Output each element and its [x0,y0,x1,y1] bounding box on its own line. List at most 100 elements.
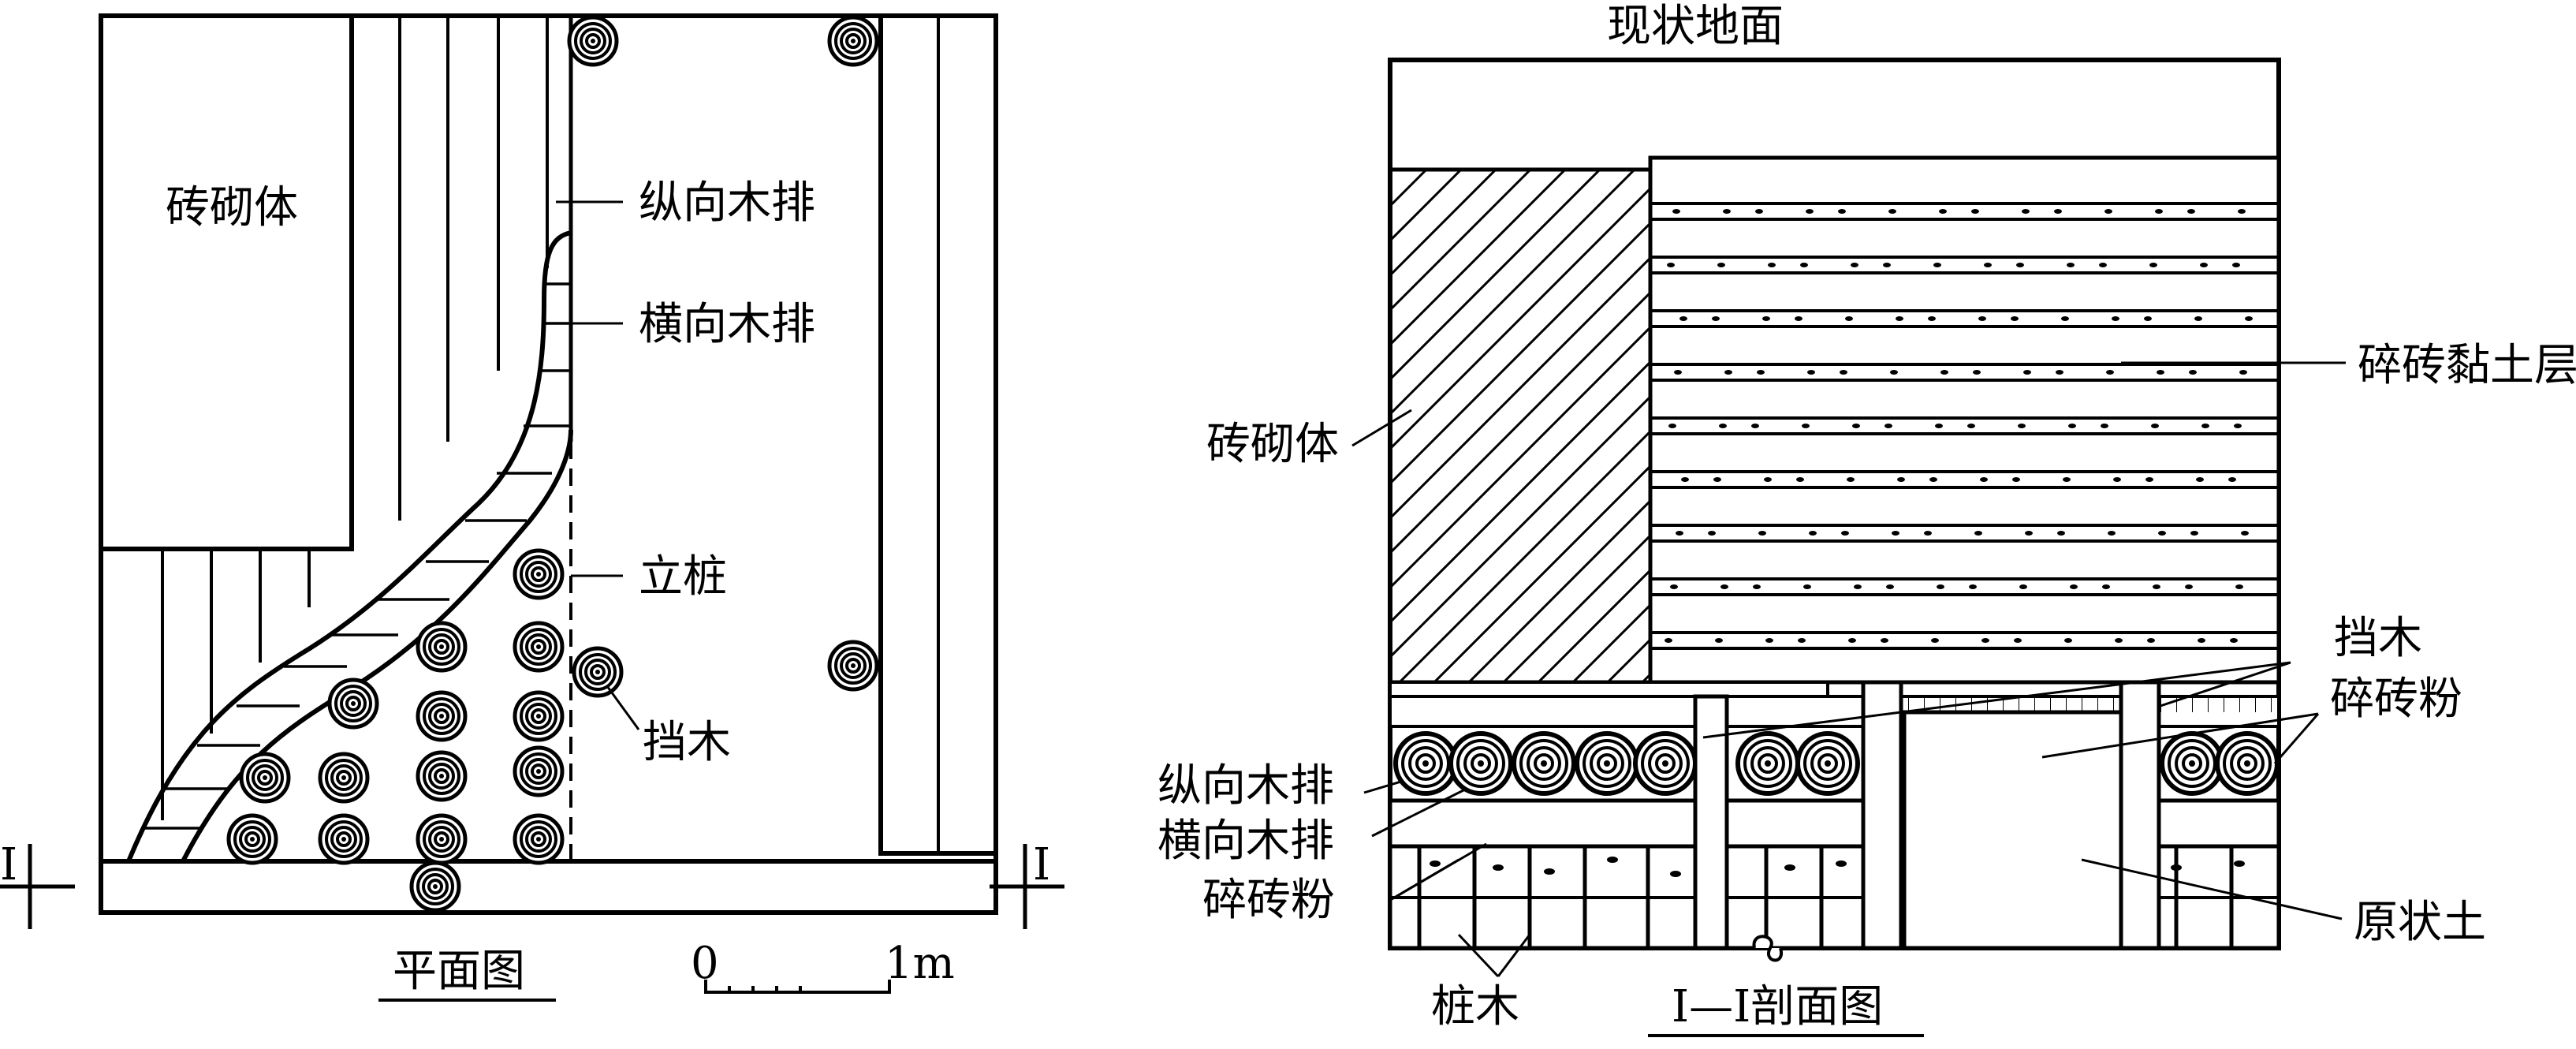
clay-speck [1881,638,1888,643]
clay-speck [1969,584,1977,589]
clay-speck [1888,209,1896,214]
clay-speck [2102,584,2110,589]
clay-speck [1838,209,1846,214]
clay-speck [2194,316,2202,321]
log-icon [320,754,367,801]
plan-view: 砖砌体 纵向木排 横向木排 立桩 挡木 I I 平面图 0 1m [0,13,1064,1002]
clay-speck [1753,584,1761,589]
clay-speck [2070,584,2078,589]
clay-speck [1897,477,1905,482]
section-marker-right [990,844,1064,929]
clay-speck [1924,531,1932,536]
clay-speck [2068,424,2076,428]
section-marker-left [0,844,75,929]
clay-speck [1795,316,1802,321]
clay-speck [1807,370,1815,375]
plan-longitudinal-lines [161,16,549,820]
clay-speck [1796,477,1804,482]
clay-speck [1854,584,1862,589]
clay-speck [2200,263,2208,267]
clay-speck [2025,531,2033,536]
clay-speck [2234,424,2242,428]
section-longitudinal-label: 纵向木排 [1158,760,1334,812]
clay-speck [1758,531,1766,536]
clay-speck [1755,209,1763,214]
clay-speck [2108,531,2116,536]
log-icon [229,816,276,863]
plan-raft-outer [126,230,572,863]
clay-speck [1971,209,1979,214]
clay-speck [2144,316,2152,321]
section-retaining-post [1693,694,1729,950]
clay-speck [1670,584,1678,589]
clay-speck [1717,263,1725,267]
clay-speck [2023,370,2031,375]
soil-speck [1493,864,1504,871]
section-original-soil [1902,710,2123,950]
clay-speck [1928,316,1936,321]
clay-speck [2064,638,2072,643]
log-icon [515,816,562,863]
clay-speck [1757,370,1765,375]
section-break-line [1752,935,1784,962]
clay-speck [2101,424,2108,428]
clay-speck [1668,424,1676,428]
log-icon [574,648,621,696]
log-icon [1396,734,1456,793]
scale-end-label: 1m [885,938,955,989]
section-powder-hatch [1877,698,2279,712]
soil-speck [1544,868,1555,875]
section-mark-left-label: I [0,839,17,890]
clay-speck [2147,638,2155,643]
clay-speck [2115,638,2123,643]
soil-speck [2171,864,2182,871]
clay-speck [1672,209,1680,214]
clay-speck [2019,584,2027,589]
clay-speck [1896,316,1903,321]
section-speckles [1430,209,2253,887]
plan-masonry-block [99,13,354,551]
log-icon [515,623,562,670]
clay-speck [2022,209,2030,214]
clay-speck [2145,477,2153,482]
clay-speck [1667,263,1675,267]
clay-speck [2061,316,2069,321]
clay-speck [1851,263,1858,267]
clay-speck [1847,477,1855,482]
clay-speck [1937,584,1944,589]
section-view: 现状地面 [1158,1,2576,1037]
section-soil-label: 原状土 [2354,897,2486,948]
clay-speck [1679,316,1687,321]
clay-speck [1931,638,1939,643]
clay-speck [2235,584,2243,589]
clay-speck [1708,531,1716,536]
section-transverse-label: 横向木排 [1158,816,1334,867]
log-icon [320,816,367,863]
clay-speck [2241,531,2249,536]
log-icon [1738,734,1798,793]
clay-speck [2149,263,2157,267]
clay-speck [1841,531,1849,536]
section-piles-label: 桩木 [1431,981,1519,1032]
clay-speck [2014,638,2022,643]
plan-raft-cross-lines [142,282,571,830]
section-masonry-block [1388,167,1653,685]
plan-title: 平面图 [393,946,525,997]
log-icon [829,17,877,65]
clay-speck [2245,316,2253,321]
clay-speck [2099,263,2107,267]
section-masonry-label: 砖砌体 [1206,419,1339,470]
plan-longitudinal-label: 纵向木排 [639,177,815,229]
clay-speck [1803,584,1811,589]
log-icon [412,863,459,910]
section-powder-left-label: 碎砖粉 [1202,875,1335,926]
section-mark-right-label: I [1033,839,1050,890]
clay-speck [1845,316,1853,321]
clay-speck [2016,263,2024,267]
clay-speck [2198,638,2205,643]
clay-speck [1890,370,1898,375]
clay-speck [2153,584,2160,589]
log-icon [330,680,377,727]
clay-speck [1886,584,1894,589]
